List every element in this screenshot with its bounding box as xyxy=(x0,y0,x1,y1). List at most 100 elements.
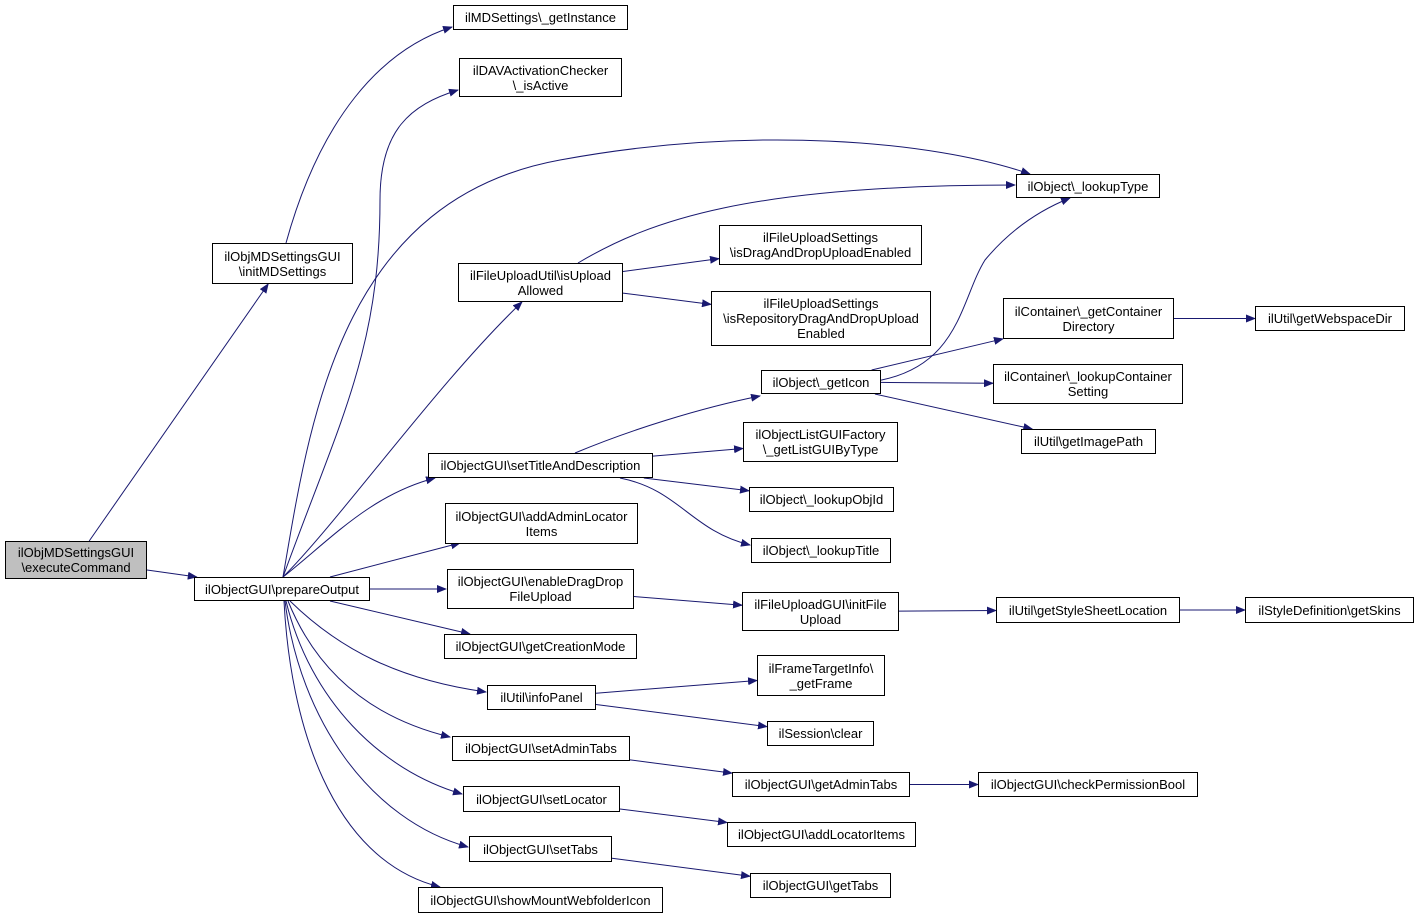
graph-node-geticon[interactable]: ilObject\_getIcon xyxy=(761,370,881,394)
call-edge-infopanel-to-frame xyxy=(595,677,758,694)
call-edge-exec-to-initmd xyxy=(88,283,269,542)
call-edge-prep-to-infopanel xyxy=(289,600,487,695)
graph-node-label: ilObjMDSettingsGUI xyxy=(224,248,341,264)
call-edge-prep-to-setlocator xyxy=(285,600,463,796)
call-edge-dragdrop-to-initfile xyxy=(633,596,743,609)
call-edge-geticon-to-imgpath xyxy=(874,393,1034,431)
graph-node-label: \initMDSettings xyxy=(238,263,327,279)
graph-node-addlocator[interactable]: ilObjectGUI\addLocatorItems xyxy=(727,822,916,847)
graph-node-initmd[interactable]: ilObjMDSettingsGUI\initMDSettings xyxy=(212,243,353,284)
graph-node-label: ilFileUploadSettings xyxy=(763,230,878,245)
graph-node-prep[interactable]: ilObjectGUI\prepareOutput xyxy=(194,577,370,601)
graph-node-label: \executeCommand xyxy=(21,560,131,575)
call-edge-prep-to-creation xyxy=(329,600,471,636)
graph-node-label: ilStyleDefinition\getSkins xyxy=(1258,602,1401,618)
call-edge-settitle-to-listgui xyxy=(652,445,744,457)
graph-node-label: ilFrameTargetInfo\ xyxy=(768,660,874,676)
call-edge-setadmintabs-to-getadmintabs xyxy=(629,759,733,776)
call-edge-prep-to-settitle xyxy=(282,476,436,578)
graph-node-label: ilObjectGUI\addLocatorItems xyxy=(738,827,905,842)
graph-node-label: ilObjectGUI\setTabs xyxy=(483,841,598,857)
graph-node-dav[interactable]: ilDAVActivationChecker\_isActive xyxy=(459,58,622,97)
graph-node-getadmintabs[interactable]: ilObjectGUI\getAdminTabs xyxy=(732,772,910,797)
graph-node-label: Directory xyxy=(1062,318,1115,334)
call-edge-setlocator-to-addlocator xyxy=(619,808,728,826)
graph-node-listgui[interactable]: ilObjectListGUIFactory\_getListGUIByType xyxy=(743,422,898,462)
graph-node-label: ilObjectGUI\getTabs xyxy=(762,878,879,893)
graph-node-infopanel[interactable]: ilUtil\infoPanel xyxy=(487,685,596,710)
graph-node-label: ilObject\_getIcon xyxy=(772,374,870,390)
graph-node-label: ilObjectGUI\prepareOutput xyxy=(205,581,359,597)
graph-node-setlocator[interactable]: ilObjectGUI\setLocator xyxy=(463,786,620,812)
graph-node-label: ilUtil\infoPanel xyxy=(500,690,583,705)
graph-node-stylesheet[interactable]: ilUtil\getStyleSheetLocation xyxy=(996,597,1180,623)
graph-node-exec[interactable]: ilObjMDSettingsGUI\executeCommand xyxy=(5,541,147,579)
call-edge-fuu-to-lookuptype xyxy=(577,181,1016,264)
graph-node-lookupobjid[interactable]: ilObject\_lookupObjId xyxy=(749,487,894,512)
graph-node-imgpath[interactable]: ilUtil\getImagePath xyxy=(1021,429,1156,454)
graph-node-label: \_isActive xyxy=(512,77,569,93)
graph-node-label: ilFileUploadGUI\initFile xyxy=(754,596,887,612)
graph-node-label: ilUtil\getWebspaceDir xyxy=(1267,311,1393,326)
call-edge-prep-to-fuu xyxy=(282,301,523,578)
call-edge-fuu-to-fus1 xyxy=(622,255,720,272)
graph-node-label: Enabled xyxy=(797,326,845,341)
graph-node-mount[interactable]: ilObjectGUI\showMountWebfolderIcon xyxy=(418,887,663,913)
graph-node-setadmintabs[interactable]: ilObjectGUI\setAdminTabs xyxy=(452,736,630,761)
graph-node-label: ilObjectGUI\enableDragDrop xyxy=(457,574,624,589)
graph-node-label: ilObjectGUI\setAdminTabs xyxy=(465,741,617,756)
call-edge-settitle-to-lookuptitle xyxy=(619,477,751,547)
graph-node-skins[interactable]: ilStyleDefinition\getSkins xyxy=(1245,597,1414,623)
graph-node-label: ilObject\_lookupTitle xyxy=(762,543,880,558)
graph-node-settabs[interactable]: ilObjectGUI\setTabs xyxy=(469,836,612,862)
graph-node-label: ilObject\_lookupObjId xyxy=(759,492,884,507)
graph-node-lookuptype[interactable]: ilObject\_lookupType xyxy=(1016,174,1160,198)
graph-node-label: ilObjectGUI\checkPermissionBool xyxy=(990,777,1186,792)
graph-node-label: ilDAVActivationChecker xyxy=(472,62,609,78)
graph-node-label: \isRepositoryDragAndDropUpload xyxy=(723,311,919,326)
call-edge-settabs-to-gettabs xyxy=(611,857,751,880)
call-edge-prep-to-setadmintabs xyxy=(287,600,451,739)
graph-node-session[interactable]: ilSession\clear xyxy=(767,721,874,746)
call-edge-fuu-to-fus2 xyxy=(622,292,712,308)
graph-node-label: ilObjectGUI\setLocator xyxy=(476,791,607,807)
graph-node-label: ilObjectGUI\getAdminTabs xyxy=(744,777,898,792)
graph-node-label: Allowed xyxy=(517,282,564,298)
call-edge-geticon-to-lookuptype xyxy=(869,197,1071,383)
graph-node-gettabs[interactable]: ilObjectGUI\getTabs xyxy=(750,873,891,898)
graph-node-checkperm[interactable]: ilObjectGUI\checkPermissionBool xyxy=(978,772,1198,797)
graph-node-fus1[interactable]: ilFileUploadSettings\isDragAndDropUpload… xyxy=(719,225,922,265)
call-edge-initmd-to-mdinst xyxy=(285,25,453,244)
graph-node-lookuptitle[interactable]: ilObject\_lookupTitle xyxy=(751,538,891,563)
graph-node-label: ilObject\_lookupType xyxy=(1027,178,1149,194)
call-edge-exec-to-prep xyxy=(146,569,198,580)
graph-node-label: ilObjectGUI\addAdminLocator xyxy=(455,508,628,524)
graph-node-label: _getFrame xyxy=(789,675,853,691)
graph-node-fus2[interactable]: ilFileUploadSettings\isRepositoryDragAnd… xyxy=(711,291,931,346)
graph-node-settitle[interactable]: ilObjectGUI\setTitleAndDescription xyxy=(428,453,653,478)
graph-node-label: FileUpload xyxy=(509,589,572,604)
graph-node-label: ilUtil\getStyleSheetLocation xyxy=(1008,602,1168,618)
graph-node-label: ilMDSettings\_getInstance xyxy=(464,10,617,25)
graph-node-label: ilSession\clear xyxy=(778,726,863,741)
call-edge-geticon-to-contset xyxy=(880,379,994,388)
graph-node-label: ilObjectListGUIFactory xyxy=(755,427,886,442)
graph-node-mdinst[interactable]: ilMDSettings\_getInstance xyxy=(453,5,628,30)
call-edge-settitle-to-lookupobjid xyxy=(643,477,750,494)
graph-node-creation[interactable]: ilObjectGUI\getCreationMode xyxy=(444,634,637,659)
graph-node-label: Upload xyxy=(799,611,842,627)
call-edge-settitle-to-geticon xyxy=(574,393,761,454)
call-edge-initfile-to-stylesheet xyxy=(898,606,997,615)
graph-node-frame[interactable]: ilFrameTargetInfo\_getFrame xyxy=(757,655,885,696)
graph-node-label: ilObjMDSettingsGUI xyxy=(17,545,135,560)
call-edge-infopanel-to-session xyxy=(595,704,768,730)
graph-node-label: ilUtil\getImagePath xyxy=(1033,434,1144,449)
graph-node-webspace[interactable]: ilUtil\getWebspaceDir xyxy=(1255,306,1405,331)
